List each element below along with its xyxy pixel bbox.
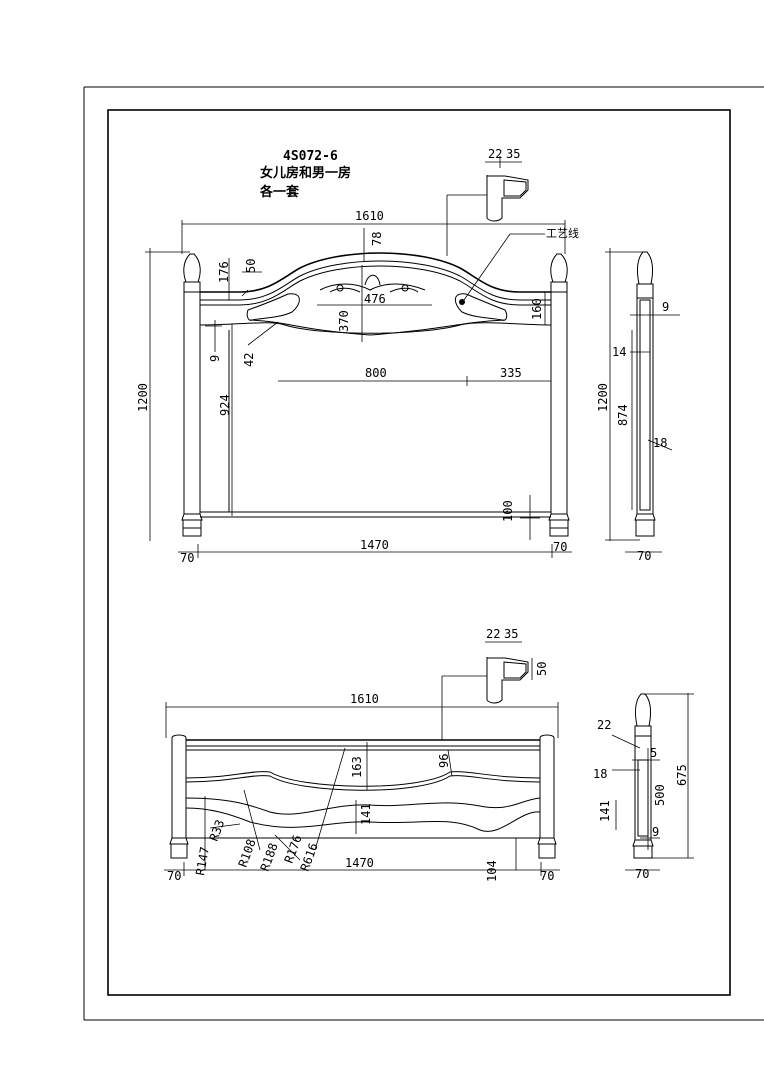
radius-r108: R108 [236, 837, 259, 869]
footboard-side-view: 22 5 18 500 675 141 9 70 [593, 693, 694, 881]
craft-line-label: 工艺线 [546, 226, 579, 240]
dim-rail-50: 50 [244, 259, 258, 273]
radius-r147: R147 [193, 846, 212, 877]
description-line-2: 各一套 [259, 184, 300, 200]
foot-dim-1610: 1610 [350, 692, 379, 706]
dim-span-800: 800 [365, 366, 387, 380]
dim-post-right-70: 70 [553, 540, 567, 554]
foot-dim-1470: 1470 [345, 856, 374, 870]
dim-width-1610: 1610 [355, 209, 384, 223]
dim-panel-370: 370 [337, 310, 351, 332]
footboard-front-dimensions: 1610 22 35 50 163 96 141 R33 R108 R188 R… [164, 627, 560, 883]
foot-dim-right-70: 70 [540, 869, 554, 883]
headboard-front-dimensions: 1610 1200 78 176 50 476 370 160 9 42 800 [136, 209, 572, 565]
title-block: 4S072-6 女儿房和男一房 各一套 [259, 149, 351, 200]
headboard-front-view [181, 252, 570, 537]
dim-height-1200: 1200 [136, 383, 150, 412]
foot-profile-35: 35 [504, 627, 518, 641]
foot-side-22: 22 [597, 718, 611, 732]
foot-profile-22: 22 [486, 627, 500, 641]
profile-dim-35: 35 [506, 147, 520, 161]
foot-side-675: 675 [675, 764, 689, 786]
headboard-profile-detail: 22 35 工艺线 [446, 147, 579, 305]
profile-dim-22: 22 [488, 147, 502, 161]
crest-carving [319, 274, 426, 293]
foot-side-500: 500 [653, 784, 667, 806]
dim-post-top-176: 176 [217, 261, 231, 283]
headboard-side-view: 1200 9 14 874 18 70 [596, 248, 680, 563]
foot-side-18: 18 [593, 767, 607, 781]
dim-offset-42: 42 [242, 353, 256, 367]
dim-span-335: 335 [500, 366, 522, 380]
dim-rail-160: 160 [530, 298, 544, 320]
dim-offset-9: 9 [208, 355, 222, 362]
foot-dim-163: 163 [350, 756, 364, 778]
side-dim-18: 18 [653, 436, 667, 450]
dim-post-left-70: 70 [180, 551, 194, 565]
foot-dim-left-70: 70 [167, 869, 181, 883]
side-dim-9: 9 [662, 300, 669, 314]
foot-side-9: 9 [652, 825, 659, 839]
foot-dim-141: 141 [359, 803, 373, 825]
foot-side-141: 141 [598, 800, 612, 822]
headboard-left-post [181, 253, 203, 537]
side-dim-70: 70 [637, 549, 651, 563]
radius-r33: R33 [207, 818, 228, 843]
foot-dim-96: 96 [437, 754, 451, 768]
dim-inner-1470: 1470 [360, 538, 389, 552]
foot-profile-50: 50 [535, 662, 549, 676]
side-dim-1200: 1200 [596, 383, 610, 412]
radius-r188: R188 [258, 841, 281, 873]
description-line-1: 女儿房和男一房 [260, 165, 351, 181]
dim-foot-100: 100 [501, 500, 515, 522]
dim-arch-78: 78 [370, 232, 384, 246]
side-dim-14: 14 [612, 345, 626, 359]
foot-side-70: 70 [635, 867, 649, 881]
foot-side-5: 5 [650, 746, 657, 760]
foot-dim-104: 104 [485, 860, 499, 882]
model-number: 4S072-6 [283, 149, 338, 164]
dim-inner-924: 924 [218, 394, 232, 416]
sheet-border [83, 86, 764, 1021]
footboard-front-view [169, 734, 557, 859]
side-dim-874: 874 [616, 404, 630, 426]
dim-carving-476: 476 [364, 292, 386, 306]
headboard-right-post [548, 253, 570, 537]
